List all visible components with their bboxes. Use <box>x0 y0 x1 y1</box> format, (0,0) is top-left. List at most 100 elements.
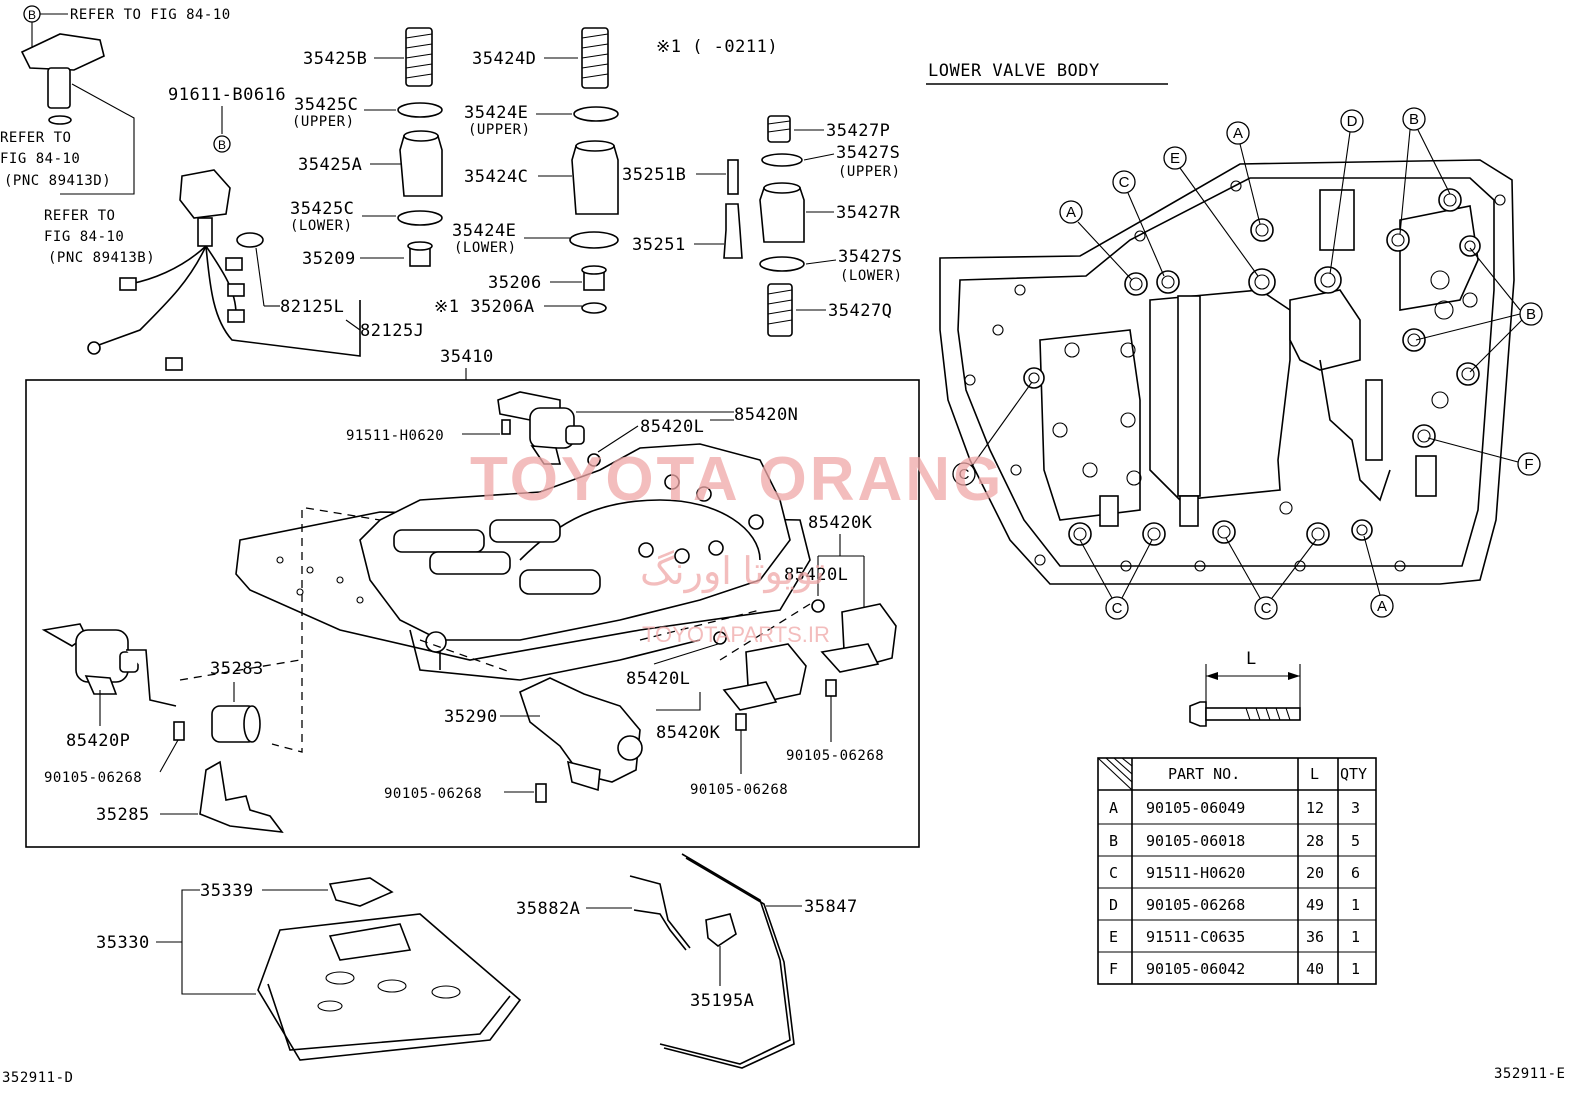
svg-text:35330: 35330 <box>96 933 150 953</box>
svg-text:F: F <box>1524 456 1533 473</box>
svg-text:C: C <box>1261 600 1272 617</box>
table-row: D 90105-06268 49 1 <box>1109 896 1360 914</box>
ref-text-89413d: REFER TO FIG 84-10 (PNC 89413D) <box>0 130 111 189</box>
svg-text:C: C <box>1109 864 1118 882</box>
svg-text:B: B <box>218 138 226 152</box>
footer-right-code: 352911-E <box>1494 1066 1565 1082</box>
watermark: TOYOTA ORANG تويوتا اورنگ TOYOTAPARTS.IR <box>470 445 1001 647</box>
svg-text:35425A: 35425A <box>298 155 362 175</box>
accumulator-35425: 35425B 35425C (UPPER) 35425A 35425C (LOW… <box>290 27 443 269</box>
svg-text:3: 3 <box>1351 799 1360 817</box>
svg-text:1: 1 <box>1351 928 1360 946</box>
svg-text:90105-06268: 90105-06268 <box>1146 896 1245 914</box>
bracket-35285: 35285 <box>96 760 284 834</box>
svg-text:35425C: 35425C <box>290 199 354 219</box>
svg-text:36: 36 <box>1306 928 1324 946</box>
svg-text:E: E <box>1170 150 1180 167</box>
svg-text:F: F <box>1109 960 1118 978</box>
svg-text:تويوتا اورنگ: تويوتا اورنگ <box>640 549 825 594</box>
svg-text:A: A <box>1109 799 1118 817</box>
svg-text:35339: 35339 <box>200 881 254 901</box>
svg-text:12: 12 <box>1306 799 1324 817</box>
callout-f: F <box>1427 437 1541 476</box>
svg-text:35424E: 35424E <box>464 103 528 123</box>
bolt-spec-table: PART NO. L QTY A 90105-06049 12 3 B 9010… <box>1097 757 1377 985</box>
lower-valve-body-drawing <box>939 159 1515 585</box>
svg-text:REFER TO: REFER TO <box>44 208 115 224</box>
table-header-l: L <box>1310 765 1319 783</box>
svg-text:C: C <box>1119 174 1130 191</box>
solenoid-right-group: 85420K 85420L 90105-06268 <box>784 513 897 764</box>
svg-text:35251: 35251 <box>632 235 686 255</box>
callout-e: E <box>1163 146 1259 277</box>
svg-text:(LOWER): (LOWER) <box>840 268 903 284</box>
callout-b-1: B <box>1399 107 1451 235</box>
svg-text:85420L: 85420L <box>640 417 704 437</box>
wire-harness: 91611-B0616 B 82125L 82125J <box>87 85 424 371</box>
tube-35882a: 35882A <box>516 875 691 951</box>
svg-text:35847: 35847 <box>804 897 858 917</box>
svg-text:90105-06042: 90105-06042 <box>1146 960 1245 978</box>
svg-text:35425B: 35425B <box>303 49 367 69</box>
svg-text:TOYOTAPARTS.IR: TOYOTAPARTS.IR <box>642 622 830 647</box>
svg-text:(UPPER): (UPPER) <box>838 164 901 180</box>
svg-text:35209: 35209 <box>302 249 356 269</box>
valve-body-assembly <box>179 443 811 753</box>
footer-left-code: 352911-D <box>2 1070 73 1086</box>
svg-text:35424D: 35424D <box>472 49 536 69</box>
table-header-part: PART NO. <box>1168 765 1240 783</box>
bolt-callouts: A C E A D B B <box>952 107 1543 620</box>
svg-text:82125L: 82125L <box>280 297 344 317</box>
svg-text:B: B <box>1109 832 1118 850</box>
svg-text:REFER TO: REFER TO <box>0 130 71 146</box>
callout-c-4: C <box>1225 537 1317 620</box>
oil-strainer: 35339 35330 <box>96 877 522 1061</box>
svg-text:35195A: 35195A <box>690 991 754 1011</box>
callout-a-1: A <box>1059 200 1133 281</box>
svg-text:C: C <box>1112 600 1123 617</box>
callout-d: D <box>1329 109 1364 275</box>
svg-text:1: 1 <box>1351 896 1360 914</box>
accumulator-35427: 35427P 35427S (UPPER) 35427R 35427S (LOW… <box>759 115 903 337</box>
svg-text:1: 1 <box>1351 960 1360 978</box>
svg-text:35427S: 35427S <box>838 247 902 267</box>
solenoid-85420n: 91511-H0620 85420L 85420N <box>346 391 798 467</box>
svg-text:(LOWER): (LOWER) <box>290 218 353 234</box>
svg-text:E: E <box>1109 928 1118 946</box>
svg-text:A: A <box>1377 598 1387 615</box>
callout-b-2: B <box>1415 247 1543 373</box>
svg-text:(UPPER): (UPPER) <box>468 122 531 138</box>
callout-a-3: A <box>1363 535 1394 618</box>
svg-text:35882A: 35882A <box>516 899 580 919</box>
svg-text:B: B <box>1409 111 1419 128</box>
svg-text:90105-06018: 90105-06018 <box>1146 832 1245 850</box>
svg-text:90105-06268: 90105-06268 <box>690 782 788 798</box>
check-valve-35251: ※1 ( -0211) 35251B 35251 <box>622 37 778 259</box>
svg-text:L: L <box>1246 649 1257 669</box>
svg-text:40: 40 <box>1306 960 1324 978</box>
solenoid-middle-group: 85420L 85420K 90105-06268 <box>626 631 807 798</box>
svg-text:(PNC 89413D): (PNC 89413D) <box>4 173 111 189</box>
svg-text:85420L: 85420L <box>626 669 690 689</box>
svg-text:FIG 84-10: FIG 84-10 <box>0 151 80 167</box>
svg-text:35427R: 35427R <box>836 203 901 223</box>
table-row: F 90105-06042 40 1 <box>1109 960 1360 978</box>
svg-text:35424C: 35424C <box>464 167 528 187</box>
table-row: E 91511-C0635 36 1 <box>1109 928 1360 946</box>
svg-text:REFER TO FIG 84-10: REFER TO FIG 84-10 <box>70 7 231 23</box>
svg-text:35427S: 35427S <box>836 143 900 163</box>
tube-35847: 35847 <box>659 853 858 1069</box>
svg-text:※1 35206A: ※1 35206A <box>434 297 535 317</box>
svg-text:A: A <box>1233 125 1243 142</box>
svg-text:49: 49 <box>1306 896 1324 914</box>
svg-text:91511-H0620: 91511-H0620 <box>1146 864 1245 882</box>
svg-text:85420P: 85420P <box>66 731 130 751</box>
svg-text:90105-06268: 90105-06268 <box>384 786 482 802</box>
svg-text:D: D <box>1109 896 1118 914</box>
svg-text:35251B: 35251B <box>622 165 686 185</box>
svg-text:A: A <box>1066 204 1076 221</box>
table-header-qty: QTY <box>1340 765 1367 783</box>
clamp-35195a: 35195A <box>690 913 754 1011</box>
ref-text-89413b: REFER TO FIG 84-10 (PNC 89413B) <box>44 208 155 266</box>
